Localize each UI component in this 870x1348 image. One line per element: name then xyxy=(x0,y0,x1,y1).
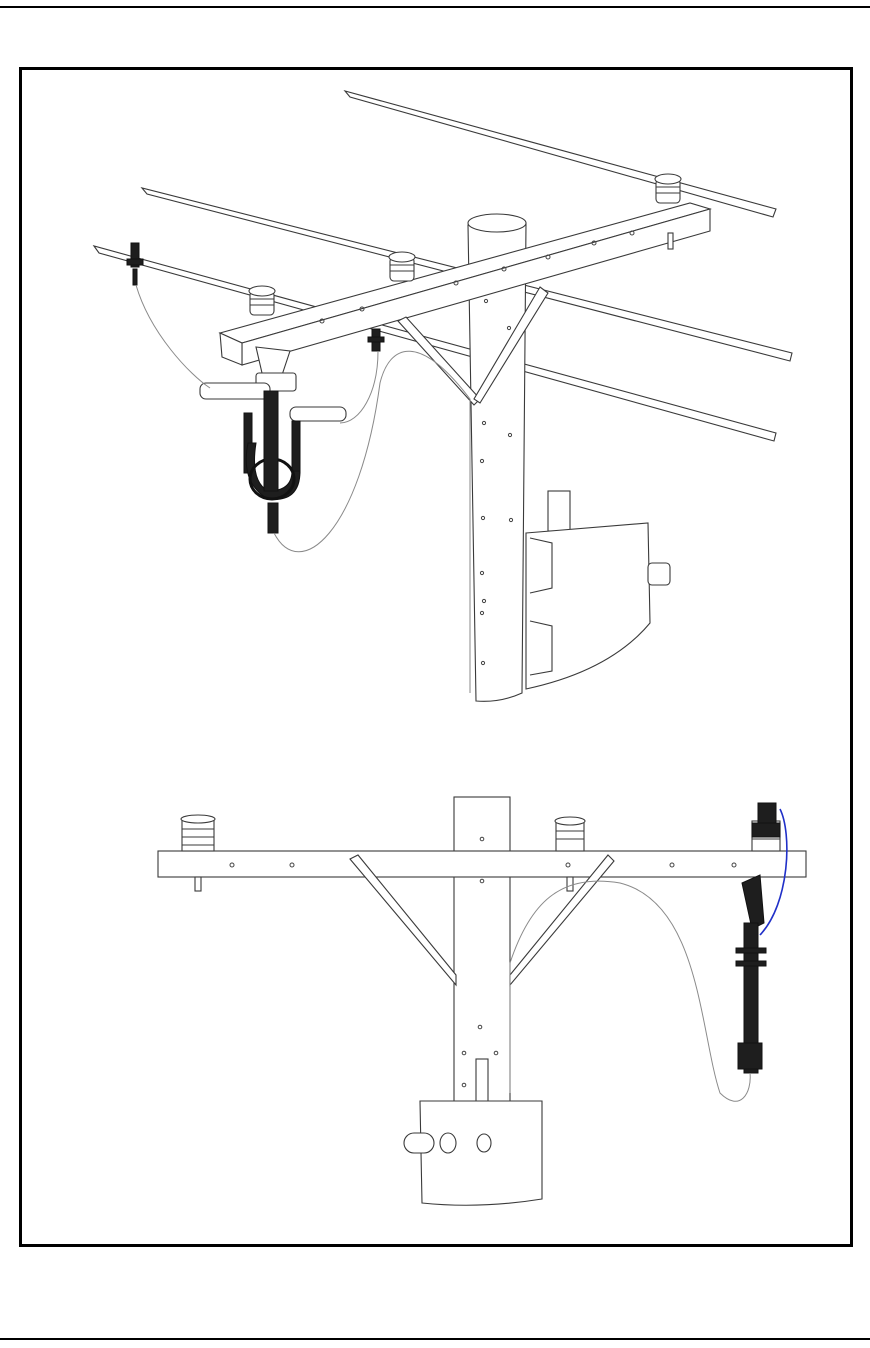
front-view xyxy=(158,797,806,1205)
bottom-rule xyxy=(0,1338,870,1340)
figure-frame xyxy=(19,67,853,1247)
transformer-tank xyxy=(404,1101,542,1205)
grounding-cables xyxy=(510,881,750,1101)
isometric-view xyxy=(94,91,792,701)
conductor-wires xyxy=(94,91,792,441)
hot-line-clamp xyxy=(368,329,384,351)
transformer-tank xyxy=(526,491,670,689)
pole-diagram xyxy=(22,70,850,1244)
utility-pole xyxy=(454,797,510,1127)
cutout-assembly xyxy=(200,347,346,533)
hot-line-clamp xyxy=(127,243,143,285)
top-rule xyxy=(0,6,870,8)
